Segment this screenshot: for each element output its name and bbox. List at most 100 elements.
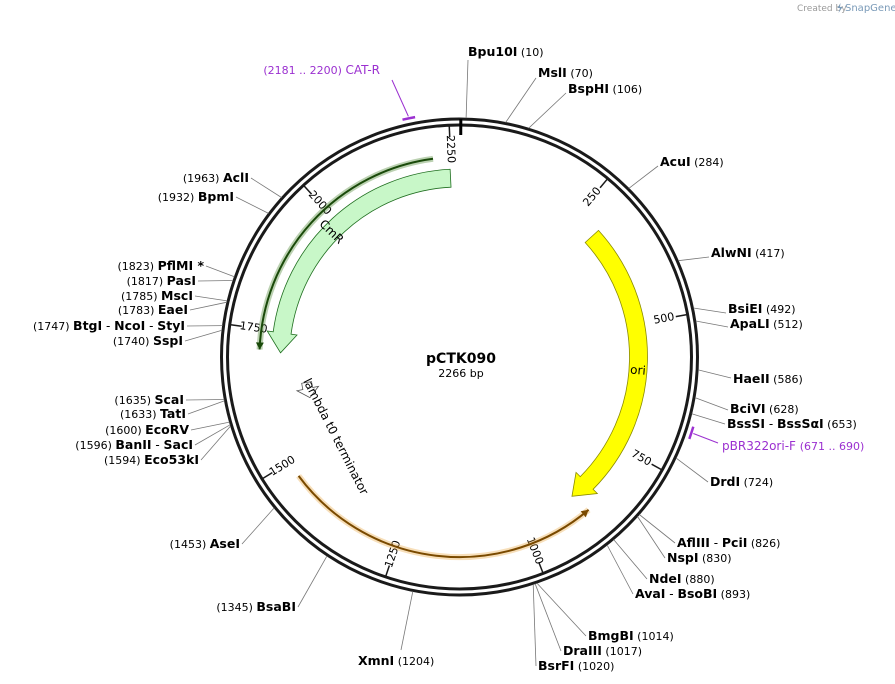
enzyme-name: AseI [210, 536, 240, 551]
enzyme-leader-draiii [534, 583, 562, 652]
enzyme-label-bsiei: BsiEI (492) [728, 301, 796, 316]
enzyme-label-nspi: NspI (830) [667, 550, 732, 565]
enzyme-label-bpu10i: Bpu10I (10) [468, 44, 544, 59]
bp-tick-label: 500 [652, 310, 675, 327]
enzyme-separator: - [152, 438, 164, 452]
enzyme-position: (1020) [574, 660, 614, 673]
enzyme-leader-bsrfi [532, 584, 537, 667]
enzyme-position: (1635) [114, 394, 154, 407]
enzyme-separator: - [145, 319, 157, 333]
primer-leader-cat-r [391, 79, 409, 117]
bp-tick-mark [384, 565, 391, 578]
enzyme-name: SacI [164, 437, 194, 452]
enzyme-leader-bsabi [297, 555, 328, 608]
enzyme-name: PciI [722, 535, 748, 550]
enzyme-name: PasI [167, 273, 196, 288]
enzyme-name: BciVI [730, 401, 766, 416]
enzyme-leader-msci [194, 295, 228, 302]
enzyme-position: (10) [517, 46, 543, 59]
enzyme-name: SspI [153, 333, 183, 348]
feature-label-lambda-t0-terminator: lambda t0 terminator [300, 376, 371, 497]
created-by-label: Created by [797, 4, 847, 14]
enzyme-name: NspI [667, 550, 699, 565]
enzyme-leader-pasi [197, 280, 234, 282]
enzyme-name: EcoRV [145, 422, 189, 437]
enzyme-name: Bpu10I [468, 44, 517, 59]
enzyme-name: BssSI [727, 416, 765, 431]
feature-arrow-cmr [266, 168, 452, 354]
enzyme-leader-acui [628, 165, 659, 189]
orf-halo [296, 474, 591, 561]
restriction-sites: Bpu10I (10)MslI (70)BspHI (106)AcuI (284… [33, 44, 857, 673]
enzyme-leader-tati [187, 400, 225, 415]
bp-tick-label: 750 [629, 447, 654, 469]
enzyme-label-bpmi: (1932) BpmI [158, 189, 234, 204]
enzyme-name: EaeI [158, 302, 188, 317]
enzyme-name: BsoBI [677, 586, 717, 601]
bp-tick-mark [651, 463, 663, 471]
enzyme-leader-acli [250, 177, 282, 198]
enzyme-leader-bsssi [691, 413, 726, 425]
enzyme-name: BtgI [73, 318, 102, 333]
plasmid-name: pCTK090 [426, 351, 496, 367]
enzyme-name: NcoI [114, 318, 145, 333]
bp-tick-mark [675, 313, 688, 318]
enzyme-leader-nspi [637, 516, 666, 559]
primer-name: CAT-R [345, 63, 380, 77]
enzyme-label-tati: (1633) TatI [120, 406, 186, 421]
enzyme-name: PflMI * [158, 258, 205, 273]
enzyme-position: (628) [766, 403, 799, 416]
orf-line [297, 475, 590, 559]
enzyme-name: BsrFI [538, 658, 574, 673]
enzyme-position: (1747) [33, 320, 73, 333]
enzyme-position: (417) [752, 247, 785, 260]
enzyme-leader-eco53ki [200, 425, 232, 461]
enzyme-leader-avai [606, 544, 634, 595]
bp-tick-mark [448, 125, 451, 138]
bp-tick-mark [261, 471, 273, 480]
enzyme-leader-sspi [184, 329, 223, 342]
enzyme-leader-bpmi [235, 196, 269, 214]
bp-tick-mark [599, 178, 609, 189]
enzyme-separator: - [102, 319, 114, 333]
enzyme-label-haeii: HaeII (586) [733, 371, 803, 386]
enzyme-label-bmgbi: BmgBI (1014) [588, 628, 674, 643]
primer-name: pBR322ori-F [722, 439, 800, 453]
enzyme-label-draiii: DraIII (1017) [563, 643, 642, 658]
enzyme-label-sspi: (1740) SspI [113, 333, 183, 348]
enzyme-leader-asei [241, 507, 275, 545]
enzyme-name: StyI [157, 318, 185, 333]
enzyme-name: BanII [115, 437, 151, 452]
enzyme-label-msli: MslI (70) [538, 65, 593, 80]
enzyme-label-xmni: XmnI (1204) [358, 653, 434, 668]
enzyme-position: (512) [770, 318, 803, 331]
enzyme-leader-scai [185, 399, 225, 401]
primer-leader-pbr322ori-f [693, 433, 719, 444]
enzyme-name: BmgBI [588, 628, 634, 643]
enzyme-leader-xmni [400, 591, 414, 651]
enzyme-leader-pflmi [205, 265, 235, 278]
enzyme-label-avai: AvaI - BsoBI (893) [635, 586, 750, 601]
enzyme-leader-msli [505, 77, 537, 123]
enzyme-leader-bpu10i [465, 59, 469, 119]
enzyme-separator: - [710, 536, 722, 550]
enzyme-label-alwni: AlwNI (417) [711, 245, 785, 260]
enzyme-name: AvaI [635, 586, 665, 601]
bp-tick-mark [229, 323, 242, 328]
enzyme-position: (1633) [120, 408, 160, 421]
enzyme-name: MscI [161, 288, 193, 303]
enzyme-name: TatI [160, 406, 186, 421]
enzyme-label-ndei: NdeI (880) [649, 571, 715, 586]
enzyme-position: (880) [682, 573, 715, 586]
enzyme-label-bsssi: BssSI - BssSαI (653) [727, 416, 857, 431]
snapgene-logo: Created by SnapGene [797, 3, 895, 14]
enzyme-position: (893) [717, 588, 750, 601]
enzyme-position: (1963) [183, 172, 223, 185]
enzyme-name: DrdI [710, 474, 740, 489]
enzyme-name: HaeII [733, 371, 770, 386]
enzyme-position: (1823) [118, 260, 158, 273]
enzyme-leader-bcivi [694, 397, 729, 411]
enzyme-label-bsabi: (1345) BsaBI [216, 599, 296, 614]
